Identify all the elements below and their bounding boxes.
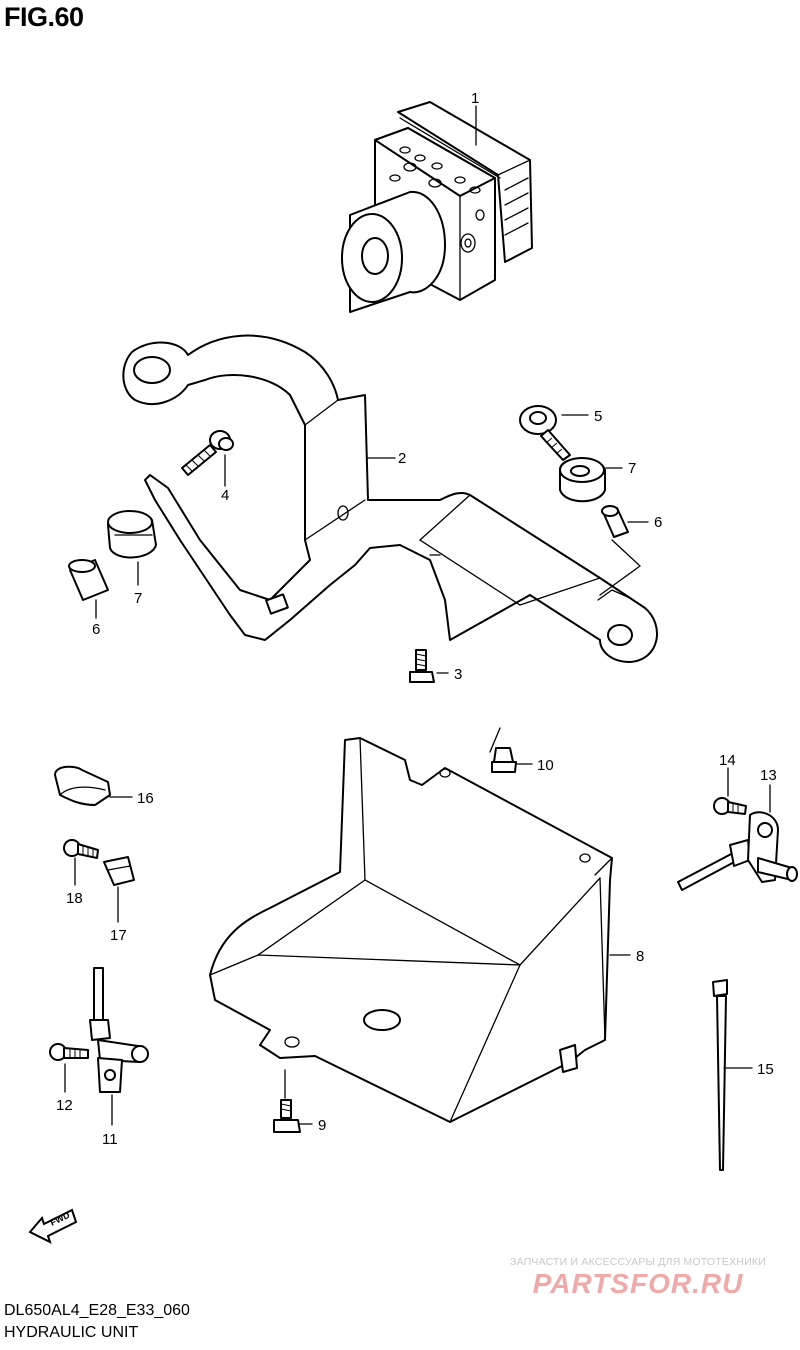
part-17-clip[interactable] (103, 856, 135, 923)
callout-16: 16 (137, 790, 154, 807)
watermark-logo: PARTSFOR.RU (532, 1268, 744, 1299)
model-code: DL650AL4_E28_E33_060 (4, 1302, 190, 1319)
callout-14: 14 (719, 752, 736, 769)
callout-6: 6 (654, 514, 662, 531)
callout-1: 1 (471, 90, 479, 107)
part-16-clamp[interactable] (54, 765, 133, 806)
part-5-bolt[interactable] (519, 405, 589, 461)
callout-4: 4 (221, 487, 229, 504)
callout-6-left: 6 (92, 621, 100, 638)
part-2-bracket[interactable] (122, 334, 658, 663)
callout-15: 15 (757, 1061, 774, 1078)
callout-8: 8 (636, 948, 644, 965)
callout-7: 7 (628, 460, 636, 477)
callout-7-left: 7 (134, 590, 142, 607)
part-6-collar-left[interactable] (68, 559, 109, 619)
part-15-cable-tie[interactable] (712, 979, 753, 1171)
part-7-grommet-right[interactable] (559, 457, 623, 503)
callout-9: 9 (318, 1117, 326, 1134)
fwd-arrow-icon: FWD (28, 1208, 78, 1244)
callout-10: 10 (537, 757, 554, 774)
callout-17: 17 (110, 927, 127, 944)
part-7-grommet-left[interactable] (107, 510, 157, 586)
part-11-sensor[interactable] (89, 967, 149, 1126)
part-6-collar-right[interactable] (601, 505, 649, 538)
part-12-bolt[interactable] (49, 1043, 89, 1093)
callout-2: 2 (398, 450, 406, 467)
callout-13: 13 (760, 767, 777, 784)
callout-5: 5 (594, 408, 602, 425)
part-18-bolt[interactable] (63, 839, 99, 886)
callout-12: 12 (56, 1097, 73, 1114)
figure-title: FIG.60 (4, 2, 84, 32)
part-9-bolt[interactable] (273, 1069, 313, 1133)
watermark-tagline: ЗАПЧАСТИ И АКСЕССУАРЫ ДЛЯ МОТОТЕХНИКИ (510, 1256, 766, 1268)
callout-3: 3 (454, 666, 462, 683)
part-14-bolt[interactable] (713, 767, 747, 815)
part-1-hydraulic-unit[interactable] (341, 101, 533, 313)
part-4-bolt[interactable] (181, 430, 234, 487)
part-13-sensor[interactable] (677, 784, 798, 891)
part-8-tray[interactable] (209, 727, 631, 1123)
part-10-nut[interactable] (491, 747, 533, 773)
part-3-bolt[interactable] (409, 649, 449, 683)
callout-18: 18 (66, 890, 83, 907)
section-title: HYDRAULIC UNIT (4, 1324, 139, 1341)
callout-11: 11 (102, 1131, 118, 1148)
